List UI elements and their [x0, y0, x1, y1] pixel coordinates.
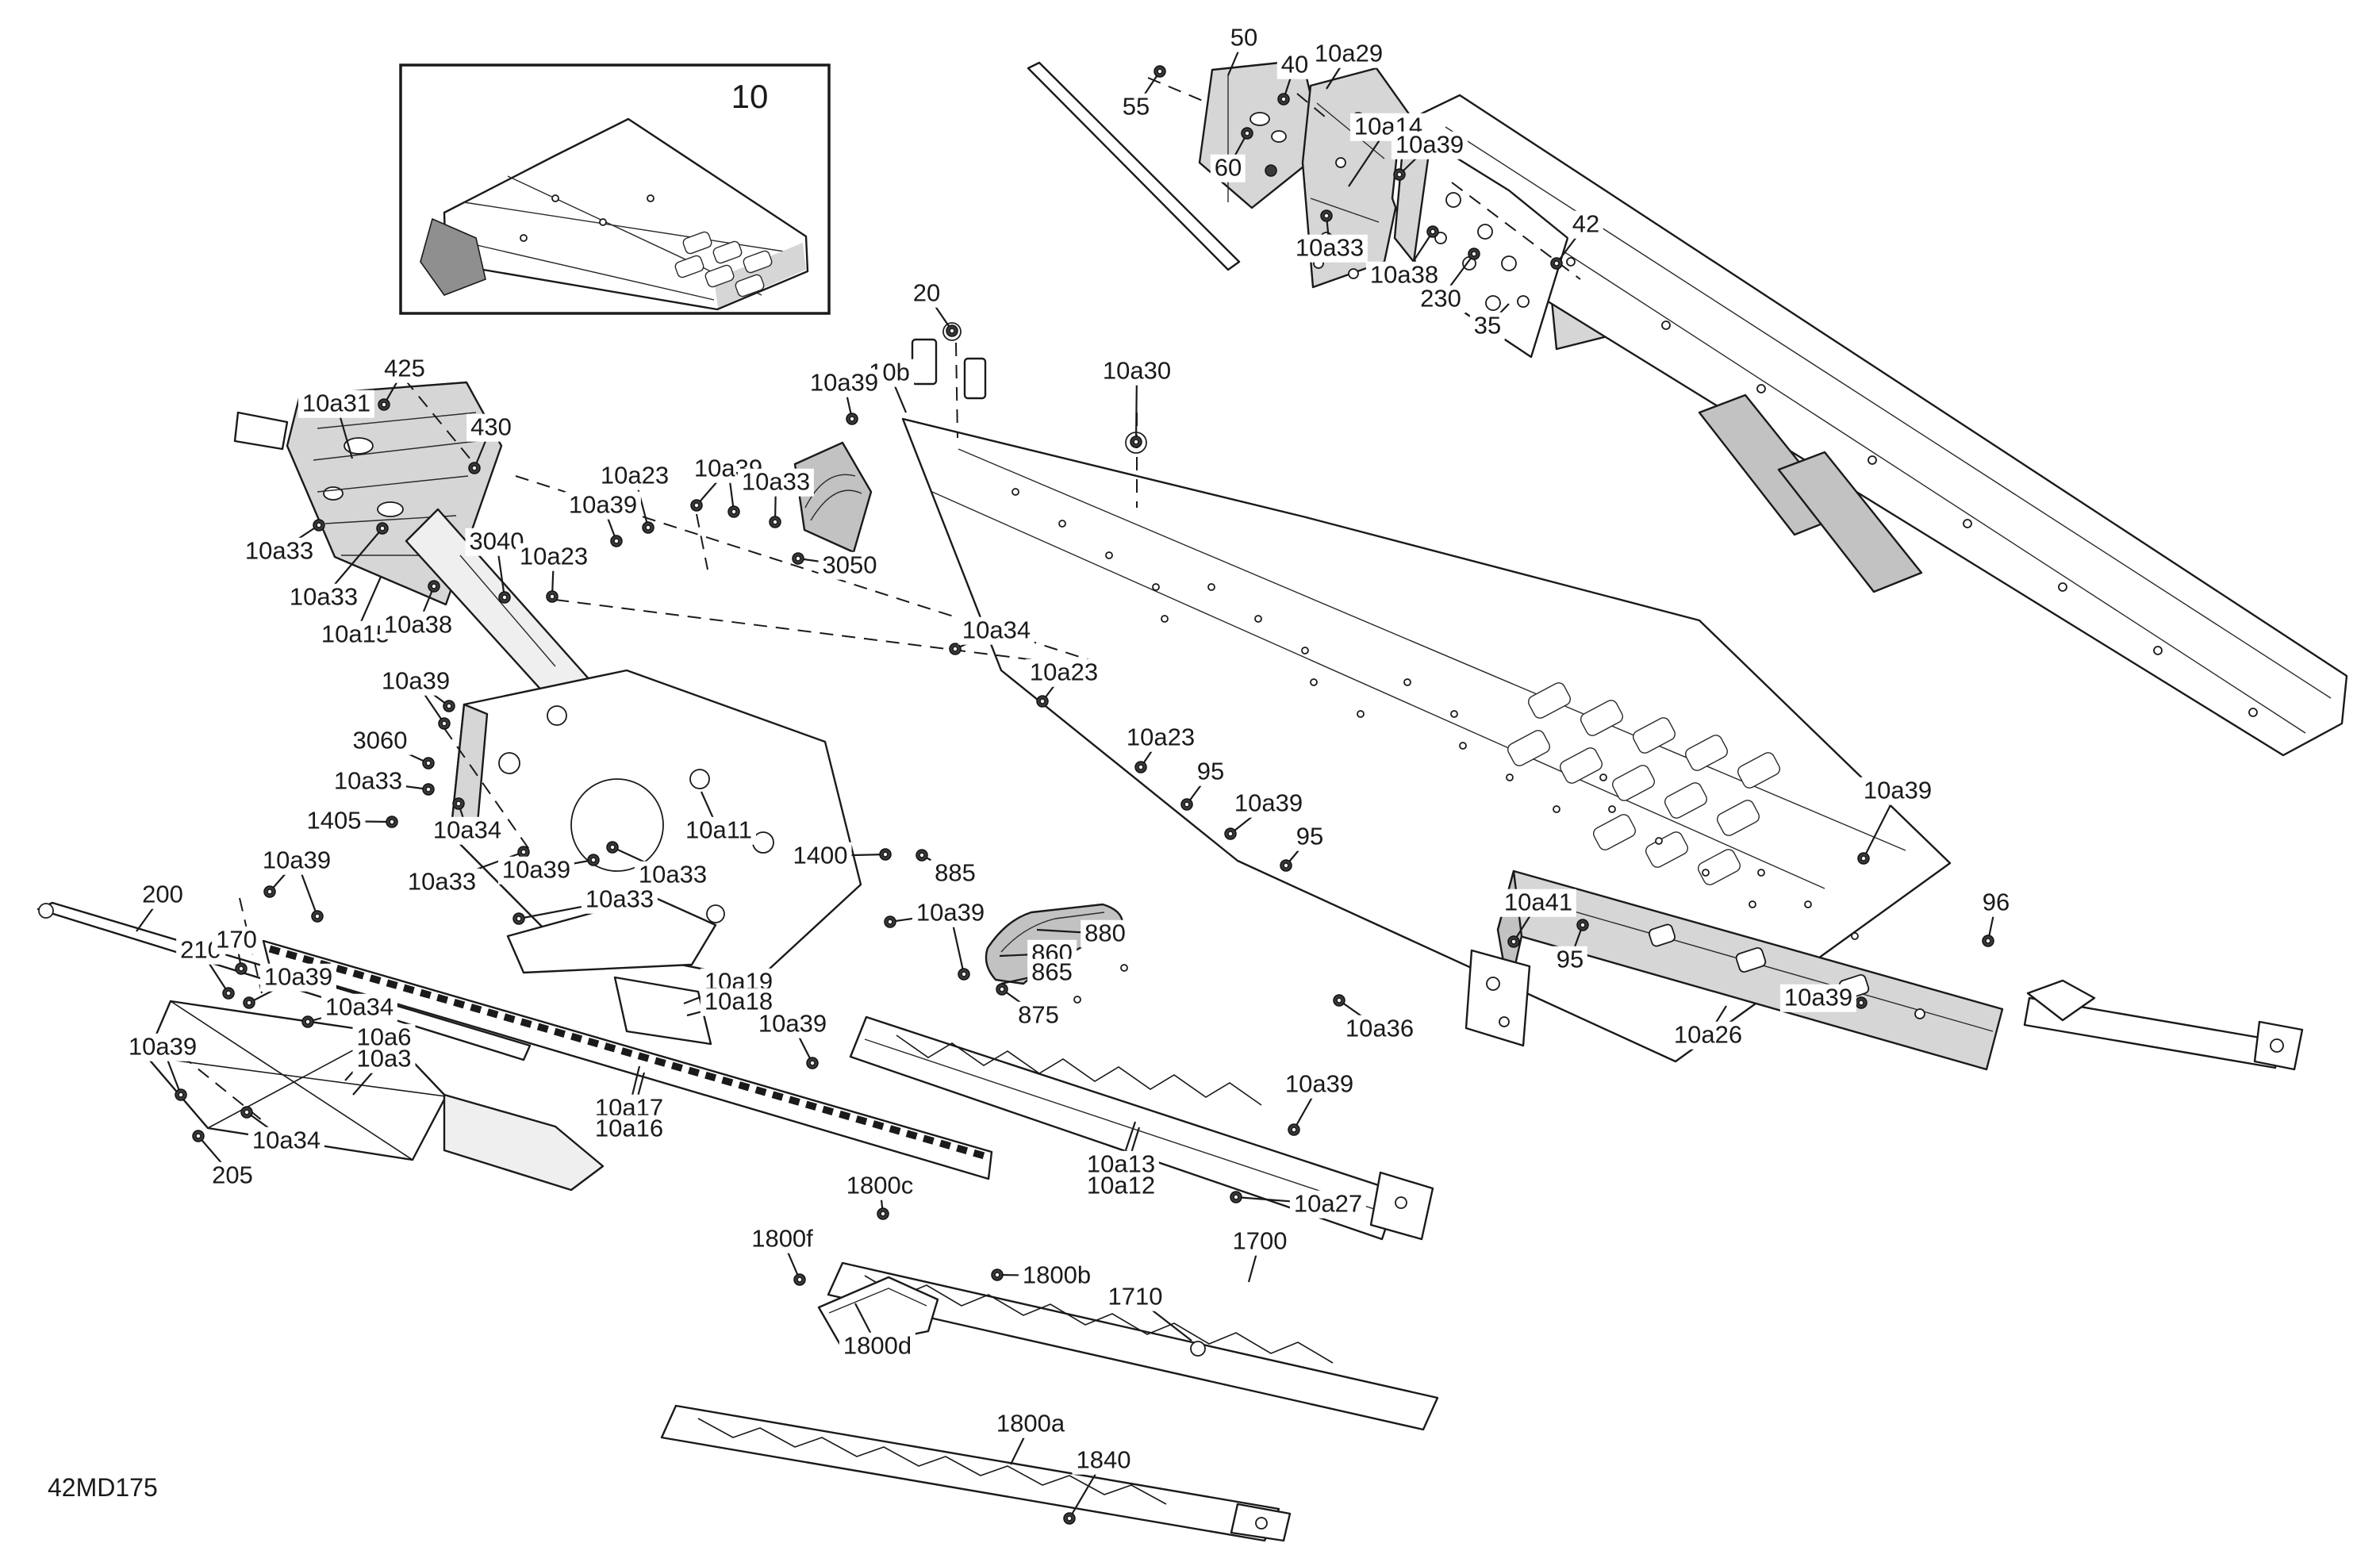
part-label: 1800f [747, 1225, 817, 1253]
part-label: 10a33 [581, 885, 658, 914]
part-label: 3060 [348, 727, 412, 755]
inset-number: 10 [724, 77, 775, 117]
part-label: 95 [1292, 823, 1328, 851]
part-label: 1800c [842, 1172, 918, 1200]
part-label: 10a16 [590, 1115, 668, 1143]
part-label: 10a12 [1082, 1172, 1160, 1200]
part-label: 10a39 [377, 667, 455, 696]
support-arm-96 [2023, 979, 2304, 1071]
part-label: 1800d [839, 1332, 916, 1361]
rail-1700 [827, 1261, 1439, 1431]
part-label: 10a39 [259, 963, 337, 992]
part-label: 10a27 [1289, 1190, 1367, 1219]
part-label: 10a23 [596, 462, 674, 490]
part-label: 10a39 [1230, 789, 1307, 818]
part-label: 3050 [818, 551, 881, 580]
part-label: 10a26 [1669, 1021, 1747, 1050]
steering-tube [1027, 61, 1241, 271]
part-label: 875 [1014, 1001, 1063, 1030]
part-label: 95 [1552, 946, 1588, 974]
part-label: 10a29 [1310, 40, 1388, 68]
part-label: 50 [1226, 24, 1262, 52]
part-label: 170 [212, 926, 261, 954]
part-label: 35 [1469, 312, 1506, 340]
part-label: 10a23 [515, 543, 593, 571]
part-label: 10a33 [240, 537, 318, 566]
part-label: 10a23 [1122, 724, 1200, 752]
part-label: 10a11 [681, 816, 756, 845]
part-label: 230 [1416, 285, 1465, 313]
part-label: 1800a [992, 1410, 1069, 1438]
part-label: 60 [1210, 154, 1246, 182]
part-label: 95 [1192, 758, 1229, 786]
bulkhead-plate [449, 669, 862, 981]
part-label: 10a33 [737, 468, 815, 497]
part-label: 10a39 [258, 846, 336, 875]
part-label: 10a34 [248, 1127, 325, 1155]
part-label: 10a36 [1341, 1015, 1418, 1043]
rail-1800a [660, 1404, 1292, 1542]
part-label: 10a39 [564, 491, 642, 520]
part-label: 10a39 [1859, 777, 1937, 805]
part-label: 10a34 [321, 993, 398, 1022]
part-label: 10a23 [1025, 658, 1103, 687]
part-label: 10a33 [1291, 234, 1368, 263]
part-label: 10a34 [428, 816, 506, 845]
tunnel-floor-sheet [793, 322, 1952, 1063]
part-label: 10a33 [403, 868, 481, 896]
part-label: 425 [380, 355, 429, 383]
part-label: 20 [908, 279, 945, 308]
part-label: 430 [466, 413, 516, 442]
part-label: 885 [931, 859, 980, 888]
part-label: 1405 [302, 807, 366, 835]
part-label: 1400 [789, 842, 852, 870]
part-label: 10a33 [329, 767, 407, 796]
bracket-10a41 [1464, 949, 1531, 1047]
part-label: 10a39 [912, 899, 989, 927]
part-label: 10a39 [124, 1033, 202, 1061]
part-label: 10a39 [1391, 131, 1468, 159]
part-label: 10a39 [1779, 984, 1857, 1012]
part-label: 10a33 [285, 583, 363, 612]
part-label: 200 [138, 881, 187, 909]
part-label: 42 [1568, 210, 1604, 239]
part-label: 10a33 [634, 861, 712, 889]
part-label: 55 [1118, 93, 1154, 121]
part-label: 205 [208, 1161, 257, 1190]
part-label: 10a30 [1098, 357, 1176, 386]
part-label: 865 [1027, 958, 1077, 987]
part-label: 10a39 [754, 1010, 831, 1038]
tunnel-rail-right [1391, 94, 2348, 757]
part-label: 40 [1276, 51, 1313, 79]
part-label: 880 [1081, 919, 1130, 948]
part-label: 10a38 [379, 611, 457, 639]
clip-1800d [817, 1276, 939, 1350]
part-label: 96 [1978, 889, 2014, 917]
footrest-rail [849, 1015, 1434, 1241]
part-label: 10a3 [352, 1045, 416, 1073]
running-board [262, 939, 993, 1180]
part-label: 10a31 [298, 390, 375, 418]
part-label: 10a39 [1280, 1070, 1358, 1099]
part-label: 10a34 [958, 616, 1035, 645]
part-label: 10a41 [1499, 889, 1577, 917]
part-label: 1710 [1104, 1283, 1167, 1311]
part-label: 10a39 [497, 856, 575, 885]
part-label: 1700 [1228, 1227, 1292, 1256]
part-label: 1800b [1018, 1261, 1096, 1290]
part-label: 10a38 [1365, 261, 1443, 290]
part-label: 1840 [1072, 1446, 1135, 1475]
part-label: 10a39 [805, 369, 883, 397]
drawing-code: 42MD175 [44, 1474, 162, 1503]
